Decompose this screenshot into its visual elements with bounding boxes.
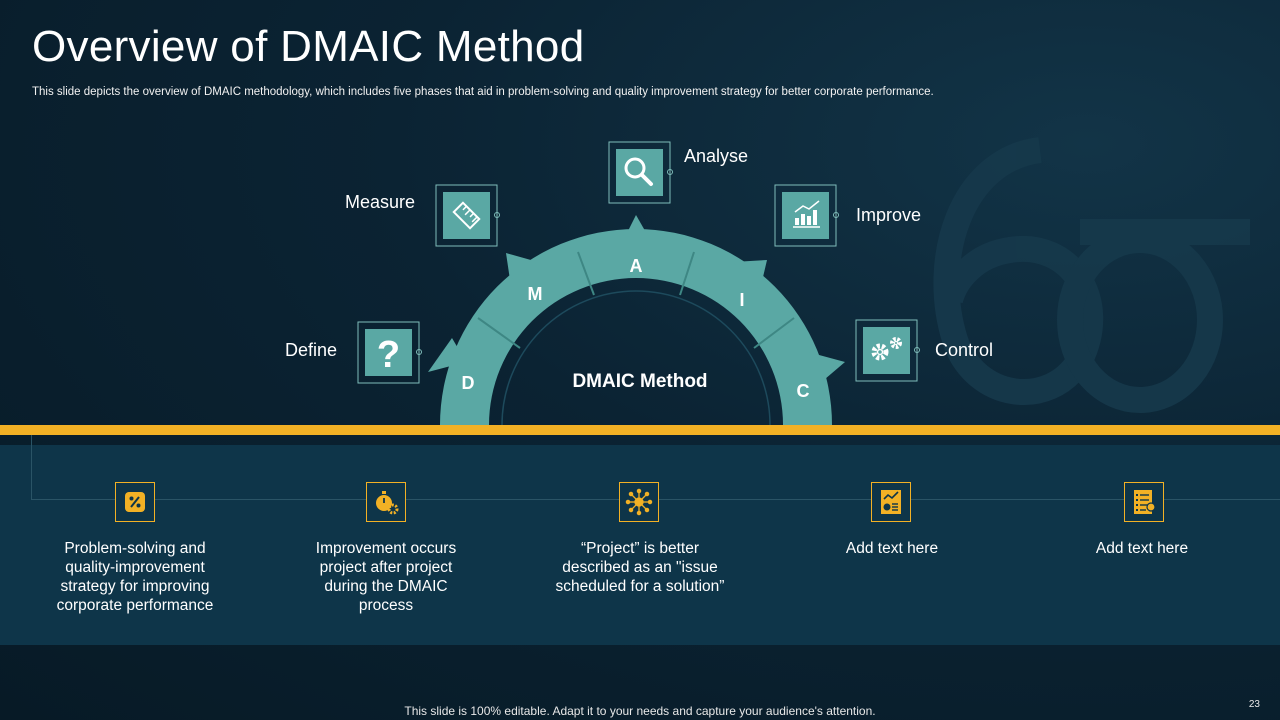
slide-subtitle: This slide depicts the overview of DMAIC… bbox=[32, 86, 934, 98]
ruler-icon bbox=[452, 201, 481, 230]
feature-text: Problem-solving and quality-improvement … bbox=[56, 540, 214, 614]
phase-label-control: Control bbox=[935, 340, 994, 360]
phase-label-improve: Improve bbox=[856, 205, 922, 225]
question-mark-icon: ? bbox=[377, 334, 400, 376]
control-icon-box bbox=[855, 319, 918, 382]
report-chart-icon bbox=[871, 482, 911, 522]
dmaic-diagram: ? bbox=[357, 141, 920, 426]
letter-a: A bbox=[630, 256, 643, 276]
panel-line bbox=[31, 435, 32, 500]
gears-icon bbox=[871, 337, 902, 361]
phase-label-define: Define bbox=[285, 340, 338, 360]
phase-label-analyse: Analyse bbox=[684, 146, 749, 166]
page-number: 23 bbox=[1248, 699, 1260, 710]
define-icon-box: ? bbox=[357, 321, 420, 384]
improve-icon-box bbox=[774, 184, 837, 247]
spike-d bbox=[428, 338, 466, 372]
stopwatch-gear-icon bbox=[366, 482, 406, 522]
magnifier-icon bbox=[624, 157, 653, 186]
letter-m: M bbox=[528, 284, 543, 304]
feature-text: Add text here bbox=[1095, 540, 1189, 557]
diagram-center-label: DMAIC Method bbox=[572, 371, 707, 392]
gold-divider-bar bbox=[0, 425, 1280, 435]
analyse-icon-box bbox=[608, 141, 671, 204]
measure-icon-box bbox=[435, 184, 498, 247]
footer-note: This slide is 100% editable. Adapt it to… bbox=[404, 704, 876, 718]
percent-icon bbox=[115, 482, 155, 522]
features-panel bbox=[0, 445, 1280, 645]
spike-c bbox=[808, 352, 845, 385]
growth-chart-icon bbox=[793, 200, 820, 228]
spike-a bbox=[622, 215, 652, 243]
feature-text: “Project” is better described as an "iss… bbox=[555, 540, 725, 595]
phase-label-measure: Measure bbox=[345, 192, 416, 212]
feature-text: Add text here bbox=[845, 540, 939, 557]
letter-i: I bbox=[739, 290, 744, 310]
checklist-icon bbox=[1124, 482, 1164, 522]
spike-m bbox=[506, 253, 538, 280]
letter-d: D bbox=[462, 373, 475, 393]
feature-text: Improvement occurs project after project… bbox=[315, 540, 457, 614]
network-icon bbox=[619, 482, 659, 522]
letter-c: C bbox=[797, 381, 810, 401]
spike-i bbox=[733, 260, 767, 290]
dmaic-arc bbox=[440, 229, 832, 425]
slide-title: Overview of DMAIC Method bbox=[32, 22, 585, 71]
